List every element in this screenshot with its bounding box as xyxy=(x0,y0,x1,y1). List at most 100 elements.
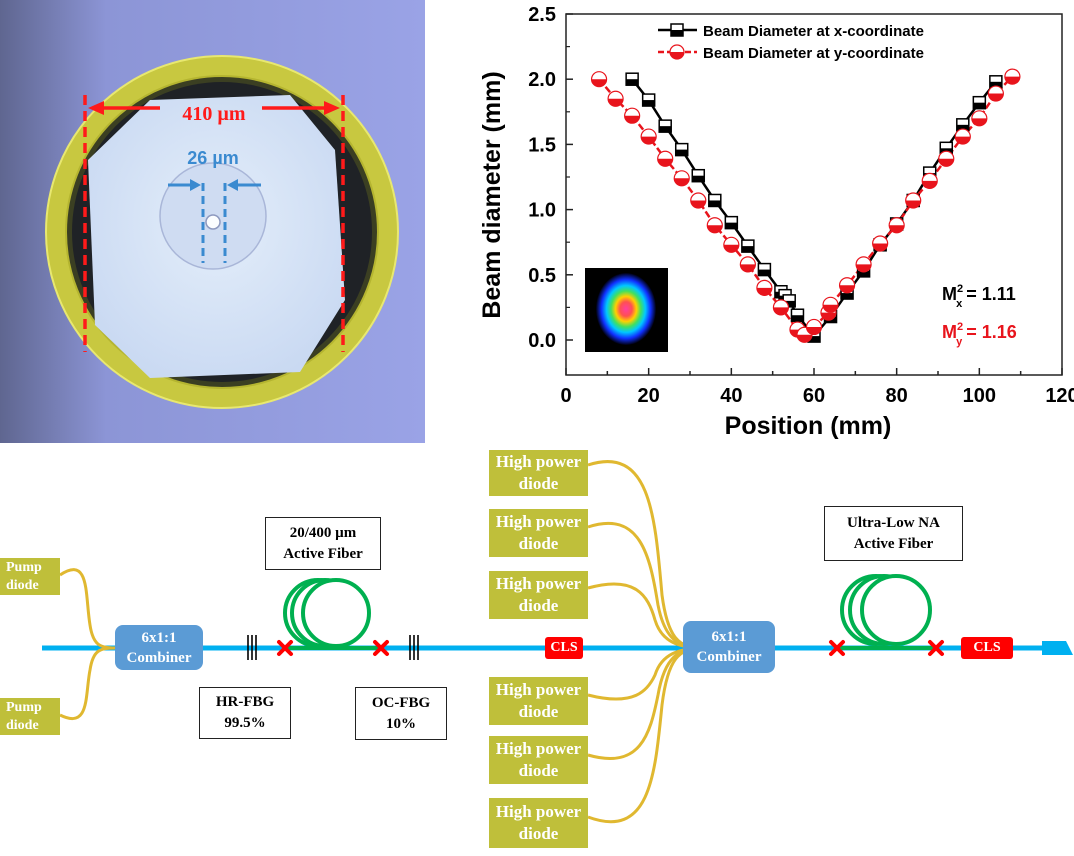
combiner-2-line1: 6x1:1 xyxy=(711,629,747,645)
data-point-x xyxy=(741,239,755,253)
y-tick-label: 2.0 xyxy=(528,69,556,91)
diode-line1: High power xyxy=(495,739,582,758)
x-tick-label: 60 xyxy=(803,385,825,407)
splice-icon xyxy=(928,640,944,656)
x-axis-label: Position (mm) xyxy=(725,412,892,440)
y-tick-label: 0.0 xyxy=(528,330,556,352)
data-point-y xyxy=(872,235,889,252)
active-fiber-1-label: 20/400 µm Active Fiber xyxy=(265,517,381,570)
y-tick-label: 1.0 xyxy=(528,200,556,222)
outer-diameter-label: 410 µm xyxy=(182,103,246,125)
active-fiber-1-line2: Active Fiber xyxy=(283,545,363,562)
high-power-diode: High power diode xyxy=(489,798,588,848)
hr-fbg-line1: HR-FBG xyxy=(215,694,275,710)
splice-icon xyxy=(373,640,389,656)
data-point-y xyxy=(690,192,707,209)
oc-fbg-grating-icon xyxy=(409,635,419,660)
y-tick-label: 2.5 xyxy=(528,4,556,26)
hr-fbg-label: HR-FBG 99.5% xyxy=(199,687,291,739)
pump-diode-label: Pump diode xyxy=(6,699,42,733)
data-point-y xyxy=(739,256,756,273)
data-point-x xyxy=(691,168,706,183)
legend-marker-x xyxy=(670,23,684,37)
legend-marker-y xyxy=(669,44,685,60)
diode-line2: diode xyxy=(518,596,559,615)
core-diameter-marker xyxy=(168,179,261,263)
splice-icon xyxy=(829,640,845,656)
oc-fbg-line2: 10% xyxy=(386,715,416,732)
data-point-y xyxy=(838,277,856,294)
diode-line1: High power xyxy=(495,802,582,821)
diode-line2: diode xyxy=(518,824,559,843)
high-power-diode: High power diode xyxy=(489,736,588,784)
oc-fbg-line1: OC-FBG xyxy=(371,694,431,711)
data-point-y xyxy=(590,71,608,88)
cls-1: CLS xyxy=(545,637,583,659)
pump-fibers xyxy=(59,460,701,824)
data-point-y xyxy=(706,217,723,234)
combiner-1-line1: 6x1:1 xyxy=(141,629,177,646)
data-point-y xyxy=(640,128,657,145)
data-point-x xyxy=(757,262,772,277)
data-point-x xyxy=(674,142,689,157)
data-point-y xyxy=(772,299,790,316)
diode-line2: diode xyxy=(518,761,559,780)
output-end-icon xyxy=(1042,641,1073,655)
data-point-y xyxy=(855,256,872,273)
x-tick-label: 0 xyxy=(560,385,571,407)
fiber-micrograph: 410 µm 26 µm xyxy=(0,0,425,443)
outer-diameter-marker xyxy=(83,95,345,352)
high-power-diode: High power diode xyxy=(489,571,588,619)
splice-icon xyxy=(277,640,293,656)
x-tick-label: 80 xyxy=(886,385,908,407)
diode-line1: High power xyxy=(495,452,582,471)
data-point-y xyxy=(723,236,740,253)
data-point-y xyxy=(805,318,823,336)
core-diameter-label: 26 µm xyxy=(187,148,238,168)
x-tick-label: 40 xyxy=(720,385,742,407)
pump-diode: Pump diode xyxy=(0,698,60,735)
beam-profile-inset xyxy=(585,268,668,352)
hr-fbg-line2: 99.5% xyxy=(224,715,266,731)
oc-fbg-label: OC-FBG 10% xyxy=(355,687,447,740)
data-point-y xyxy=(657,150,674,167)
x-tick-label: 120 xyxy=(1045,385,1074,407)
data-point-y xyxy=(971,110,988,127)
hr-fbg-grating-icon xyxy=(247,635,257,660)
diode-line2: diode xyxy=(518,474,559,493)
data-point-x xyxy=(658,119,672,133)
data-point-y xyxy=(921,172,938,190)
y-tick-label: 0.5 xyxy=(528,265,556,287)
x-tick-label: 100 xyxy=(963,385,996,407)
active-fiber-coil-2-icon xyxy=(837,574,936,650)
data-point-y xyxy=(938,150,955,167)
data-point-x xyxy=(724,215,739,230)
legend-label-x: Beam Diameter at x-coordinate xyxy=(703,23,924,40)
pump-diode: Pump diode xyxy=(0,558,60,595)
data-point-x xyxy=(790,308,805,322)
cls-2: CLS xyxy=(961,637,1013,659)
active-fiber-2-line1: Ultra-Low NA xyxy=(847,514,940,531)
active-fiber-2-label: Ultra-Low NA Active Fiber xyxy=(824,506,963,561)
diode-line1: High power xyxy=(495,574,582,593)
data-point-y xyxy=(624,107,641,124)
data-point-y xyxy=(1004,68,1021,85)
pump-diode-label: Pump diode xyxy=(6,559,42,593)
legend-label-y: Beam Diameter at y-coordinate xyxy=(703,45,924,62)
combiner-1-line2: Combiner xyxy=(126,649,192,666)
legend: Beam Diameter at x-coordinate Beam Diame… xyxy=(658,23,924,62)
data-point-x xyxy=(625,72,639,86)
x-tick-label: 20 xyxy=(638,385,660,407)
laser-setup-diagram: Pump diode Pump diode 6x1:1 Combiner 20/… xyxy=(0,445,1074,856)
fiber-paths xyxy=(42,460,1073,824)
high-power-diode: High power diode xyxy=(489,450,588,496)
diode-line2: diode xyxy=(518,534,559,553)
fiber-cross-section-image: 410 µm 26 µm xyxy=(0,0,425,443)
data-point-x xyxy=(972,95,987,110)
data-point-y xyxy=(607,90,624,107)
data-point-y xyxy=(954,128,971,145)
